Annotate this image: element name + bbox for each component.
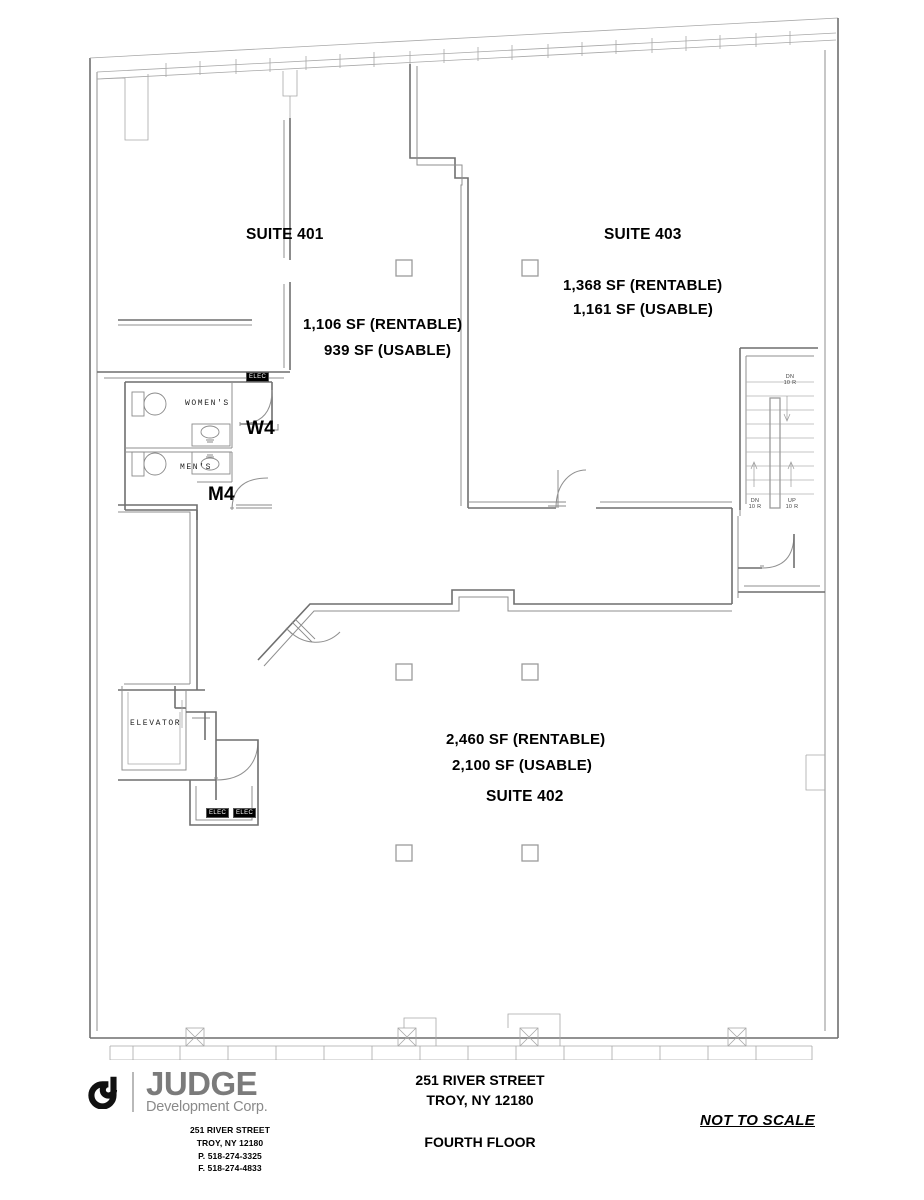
suite-402-rentable: 2,460 SF (RENTABLE): [446, 731, 606, 748]
building-address-block: 251 RIVER STREET TROY, NY 12180: [330, 1070, 630, 1111]
suite-403-title: SUITE 403: [604, 226, 682, 243]
suite-401-title: SUITE 401: [246, 226, 324, 243]
company-phone: P. 518-274-3325: [198, 1150, 262, 1161]
floor-plan-drawing: .w { fill:none; stroke:#6f6f6f; stroke-w…: [89, 17, 839, 1060]
suite-402-usable: 2,100 SF (USABLE): [452, 757, 593, 774]
judge-logo: JUDGE Development Corp.: [88, 1065, 268, 1116]
stair-east: [739, 347, 818, 516]
company-address-block: 251 RIVER STREET TROY, NY 12180 P. 518-2…: [150, 1124, 310, 1175]
suite-402-walls: [257, 508, 825, 791]
stair-note-dn-lower: DN 10 R: [744, 498, 766, 511]
suite-403-usable: 1,161 SF (USABLE): [573, 301, 714, 318]
elec-tag-south-left: ELEC: [206, 808, 230, 818]
logo-secondary-text: Development Corp.: [146, 1099, 268, 1116]
elec-tag-north: ELEC: [246, 372, 270, 382]
floor-label: FOURTH FLOOR: [424, 1134, 536, 1150]
suite-403-rentable: 1,368 SF (RENTABLE): [563, 277, 723, 294]
company-fax: F. 518-274-4833: [198, 1163, 262, 1174]
building-address-line2: TROY, NY 12180: [426, 1092, 534, 1109]
suite-401-rentable: 1,106 SF (RENTABLE): [303, 316, 463, 333]
logo-divider: [132, 1072, 134, 1113]
suite-403-walls: [409, 64, 732, 509]
company-address-line2: TROY, NY 12180: [196, 1137, 264, 1148]
stair-risers-up: 10 R: [785, 504, 799, 511]
stair-dn-label-upper: DN: [785, 374, 795, 380]
exterior-south-wall: [90, 1013, 838, 1060]
womens-room-label: WOMEN'S: [185, 399, 230, 408]
elec-tag-south-right: ELEC: [233, 808, 257, 818]
elevator-label: ELEVATOR: [130, 719, 182, 728]
scale-note: NOT TO SCALE: [700, 1112, 815, 1129]
exterior-west-wall: [89, 58, 98, 1038]
elevator-core: [118, 504, 259, 826]
stair-note-up-lower: UP 10 R: [781, 498, 803, 511]
stair-dn-label-lower: DN: [750, 498, 760, 504]
womens-door-tag: W4: [246, 418, 275, 439]
structural-columns: [395, 259, 539, 862]
company-address-line1: 251 RIVER STREET: [189, 1125, 270, 1135]
judge-d-icon: [88, 1075, 122, 1110]
mens-door-tag: M4: [208, 484, 235, 505]
restroom-core: [124, 381, 279, 520]
exterior-north-wall: [89, 17, 839, 118]
logo-primary-text: JUDGE: [146, 1065, 258, 1102]
building-address-line1: 251 RIVER STREET: [415, 1072, 545, 1088]
stair-up-label: UP: [787, 498, 797, 504]
suite-402-title: SUITE 402: [486, 788, 564, 805]
stair-risers-dn-lower: 10 R: [748, 504, 762, 511]
suite-401-usable: 939 SF (USABLE): [324, 342, 452, 359]
stair-note-dn-upper: DN 10 R: [779, 374, 801, 387]
pilaster-marks: [185, 1013, 747, 1047]
stair-risers-upper: 10 R: [783, 380, 797, 387]
mens-room-label: MEN'S: [180, 463, 213, 472]
title-block: JUDGE Development Corp. 251 RIVER STREET…: [0, 1060, 924, 1200]
exterior-east-wall: [824, 18, 839, 1038]
